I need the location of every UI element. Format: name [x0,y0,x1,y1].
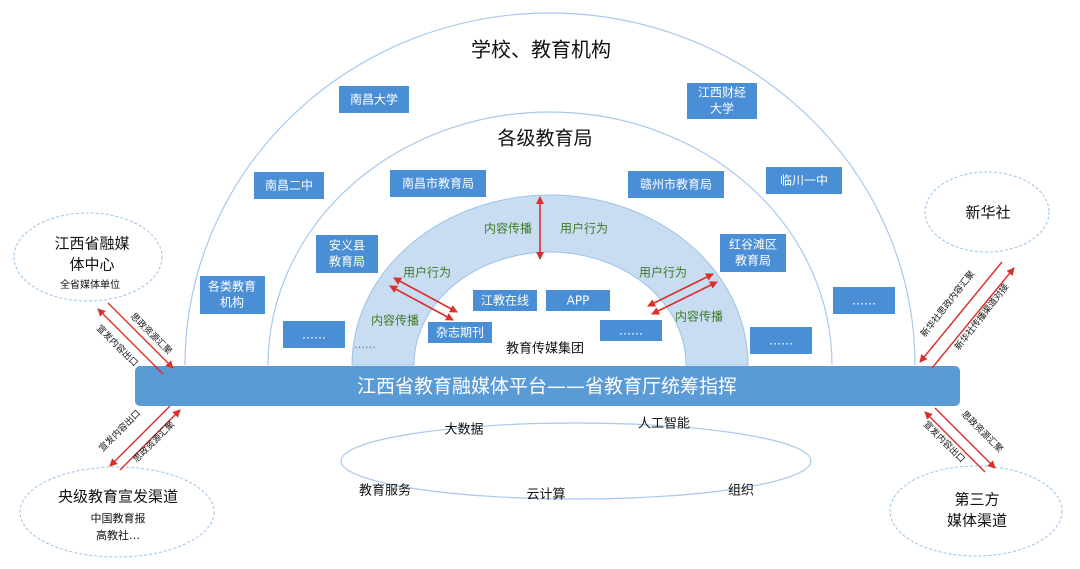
box-middle-ellipsis-left-label: …… [302,328,326,342]
box-middle-ellipsis-right-label: …… [769,334,793,348]
label-content-spread-left: 内容传播 [371,313,419,328]
label-inner-ring-ellipsis: …… [354,338,376,351]
cloud-xinhua-label: 新华社 [965,204,1010,222]
label-user-behavior-left: 用户行为 [403,265,451,280]
box-honggutan-bureau [720,234,786,272]
label-edu-service: 教育服务 [359,483,411,499]
arrow-ll-1 [109,405,171,467]
box-anyi-label-1: 安义县 [329,238,365,253]
platform-bar [135,366,960,406]
foundation-ellipse [340,422,812,500]
cloud-third-label-2: 媒体渠道 [947,512,1007,530]
box-jx-finance-university [687,83,757,119]
middle-title: 各级教育局 [497,128,592,150]
arrow-ul-2 [97,308,164,375]
inner-ring [351,194,749,366]
cloud-jx-center [13,212,163,302]
box-inner-ellipsis-label: …… [619,324,643,338]
box-nanchang-university-label: 南昌大学 [350,92,398,107]
arrow-ur-1 [919,261,1003,363]
arrow-ur-2 [931,267,1015,369]
cloud-jx-center-label-2: 体中心 [69,256,114,274]
box-nanchang-no2 [254,172,324,199]
box-magazine [428,322,492,343]
box-nanchang-bureau [390,170,486,197]
arrow-ul-1 [107,302,174,369]
box-app [546,290,610,311]
box-jx-finance-label-1: 江西财经 [698,86,746,100]
box-outer-ellipsis [833,287,895,314]
box-app-label: APP [567,294,590,308]
box-linchuan-no1-label: 临川一中 [780,173,828,188]
label-cloud-computing: 云计算 [526,488,565,503]
box-magazine-label: 杂志期刊 [436,326,484,340]
arrow-lr-1 [934,407,996,469]
box-ganzhou-bureau-label: 赣州市教育局 [640,177,712,192]
arrow-lr-label-b: 宣发内容出口 [921,418,968,465]
box-misc-edu-label-1: 各类教育 [208,279,256,294]
group-label: 教育传媒集团 [506,341,584,357]
box-middle-ellipsis-right [750,327,812,354]
box-ganzhou-bureau [628,171,724,198]
label-user-behavior-right: 用户行为 [639,265,687,280]
box-jiangjiao-label: 江教在线 [481,293,529,308]
arrow-lr-2 [924,411,986,473]
label-big-data: 大数据 [444,423,483,438]
cloud-central-label-3: 高教社… [96,528,140,542]
platform-bar-label: 江西省教育融媒体平台——省教育厅统筹指挥 [357,376,737,398]
box-misc-edu-institutions [200,276,265,314]
arrow-ul-label-a: 思政资源汇聚 [128,310,175,357]
box-anyi-bureau [316,235,378,273]
cloud-jx-center-label-1: 江西省融媒 [54,235,129,253]
cloud-central-label-1: 央级教育宣发渠道 [58,488,178,506]
arrow-lr-label-a: 思政资源汇聚 [959,408,1006,455]
arrow-left-2 [389,285,454,321]
cloud-xinhua [924,171,1050,253]
label-content-spread-top: 内容传播 [484,221,532,236]
label-user-behavior-top: 用户行为 [560,221,608,236]
box-jx-finance-label-2: 大学 [710,101,734,116]
cloud-central-channels [19,466,215,558]
box-honggutan-label-1: 红谷滩区 [729,237,777,252]
cloud-jx-center-sub: 全省媒体单位 [60,278,120,291]
box-honggutan-label-2: 教育局 [735,253,771,268]
cloud-central-label-2: 中国教育报 [91,511,146,525]
cloud-third-party [889,465,1063,557]
box-nanchang-no2-label: 南昌二中 [265,178,313,193]
outer-title: 学校、教育机构 [471,38,611,62]
box-linchuan-no1 [766,167,842,194]
label-ai: 人工智能 [638,417,690,432]
label-organization: 组织 [728,484,754,499]
box-inner-ellipsis [600,320,662,341]
box-outer-ellipsis-label: …… [852,294,876,308]
middle-arc [267,111,833,366]
arrow-right-2 [651,281,718,315]
box-anyi-label-2: 教育局 [329,254,365,269]
cloud-third-label-1: 第三方 [954,491,999,509]
arrow-ll-2 [119,409,181,471]
box-middle-ellipsis-left [283,321,345,348]
arrow-ll-label-b: 思政资源汇聚 [130,418,177,465]
outer-arc [184,12,916,366]
arrow-ll-label-a: 宣发内容出口 [96,407,143,454]
box-nanchang-university [339,86,409,113]
box-jiangjiao-online [473,290,537,311]
box-nanchang-bureau-label: 南昌市教育局 [402,176,474,191]
box-misc-edu-label-2: 机构 [220,295,244,310]
label-content-spread-right: 内容传播 [675,309,723,324]
